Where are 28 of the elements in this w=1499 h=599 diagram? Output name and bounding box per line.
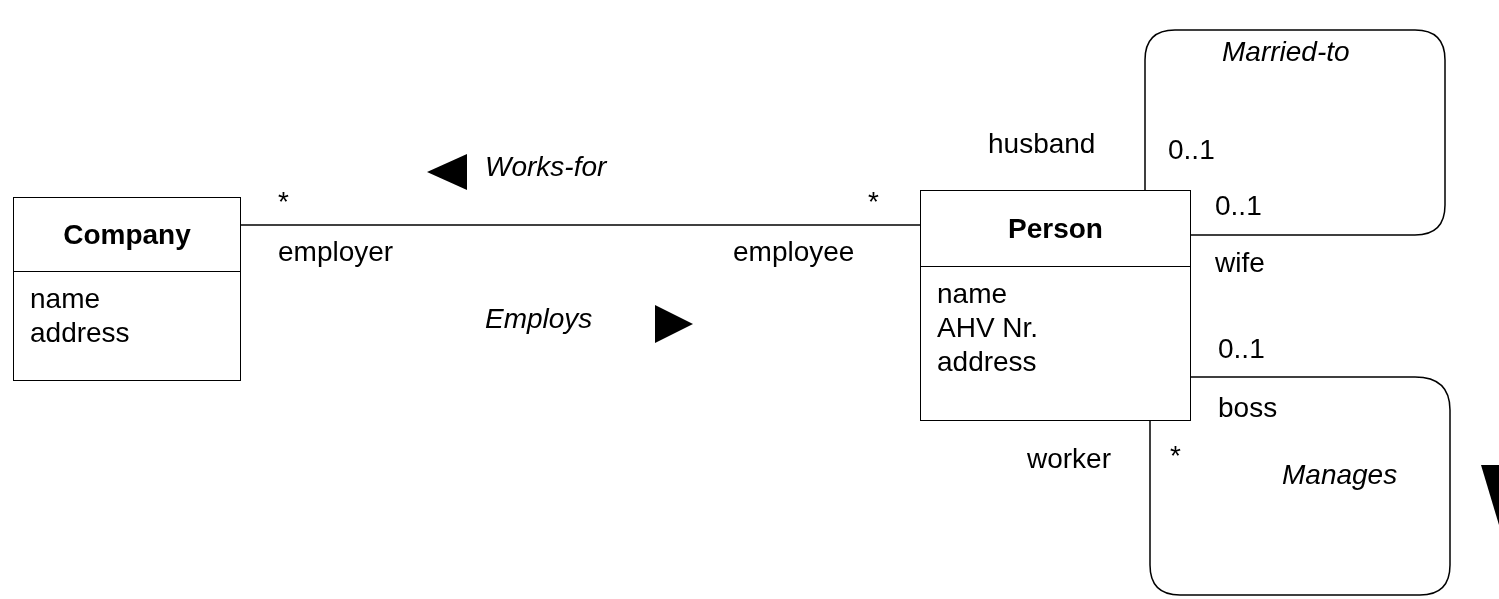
- attribute: address: [30, 316, 131, 350]
- role-name: husband: [988, 128, 1096, 160]
- role-name: boss: [1218, 392, 1278, 424]
- role-name: wife: [1215, 247, 1265, 279]
- role-name: employer: [278, 236, 394, 268]
- attribute: name: [937, 277, 1009, 311]
- multiplicity: *: [868, 186, 879, 218]
- association-name: Employs: [485, 303, 593, 335]
- multiplicity: 0..1: [1168, 134, 1215, 166]
- role-name: worker: [1027, 443, 1111, 475]
- attribute: AHV Nr.: [937, 311, 1040, 345]
- attribute: address: [937, 345, 1038, 379]
- class-box: [13, 197, 241, 381]
- attribute: name: [30, 282, 102, 316]
- multiplicity: *: [1170, 440, 1181, 472]
- role-name: employee: [733, 236, 855, 268]
- multiplicity: *: [278, 186, 289, 218]
- association-name: Manages: [1282, 459, 1398, 491]
- association-line: [240, 224, 921, 226]
- association-name: Married-to: [1222, 36, 1350, 68]
- multiplicity: 0..1: [1215, 190, 1262, 222]
- multiplicity: 0..1: [1218, 333, 1265, 365]
- association-name: Works-for: [485, 151, 607, 183]
- association-line: [1144, 29, 1446, 236]
- class-box: [920, 190, 1191, 421]
- class-name: Person: [1008, 212, 1103, 245]
- association-line: [1149, 376, 1451, 596]
- class-name: Company: [63, 218, 191, 251]
